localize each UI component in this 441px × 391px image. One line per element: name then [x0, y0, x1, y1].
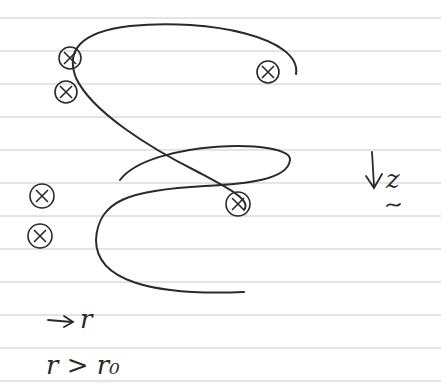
helix-wire: [73, 24, 297, 292]
condition-note: r > r₀: [46, 352, 120, 378]
current-into-page-symbols: [28, 47, 279, 248]
axis-label: r: [80, 306, 92, 332]
ruled-lines: [0, 18, 441, 381]
axis-label: z: [386, 166, 400, 192]
axis-arrows: [48, 152, 400, 327]
